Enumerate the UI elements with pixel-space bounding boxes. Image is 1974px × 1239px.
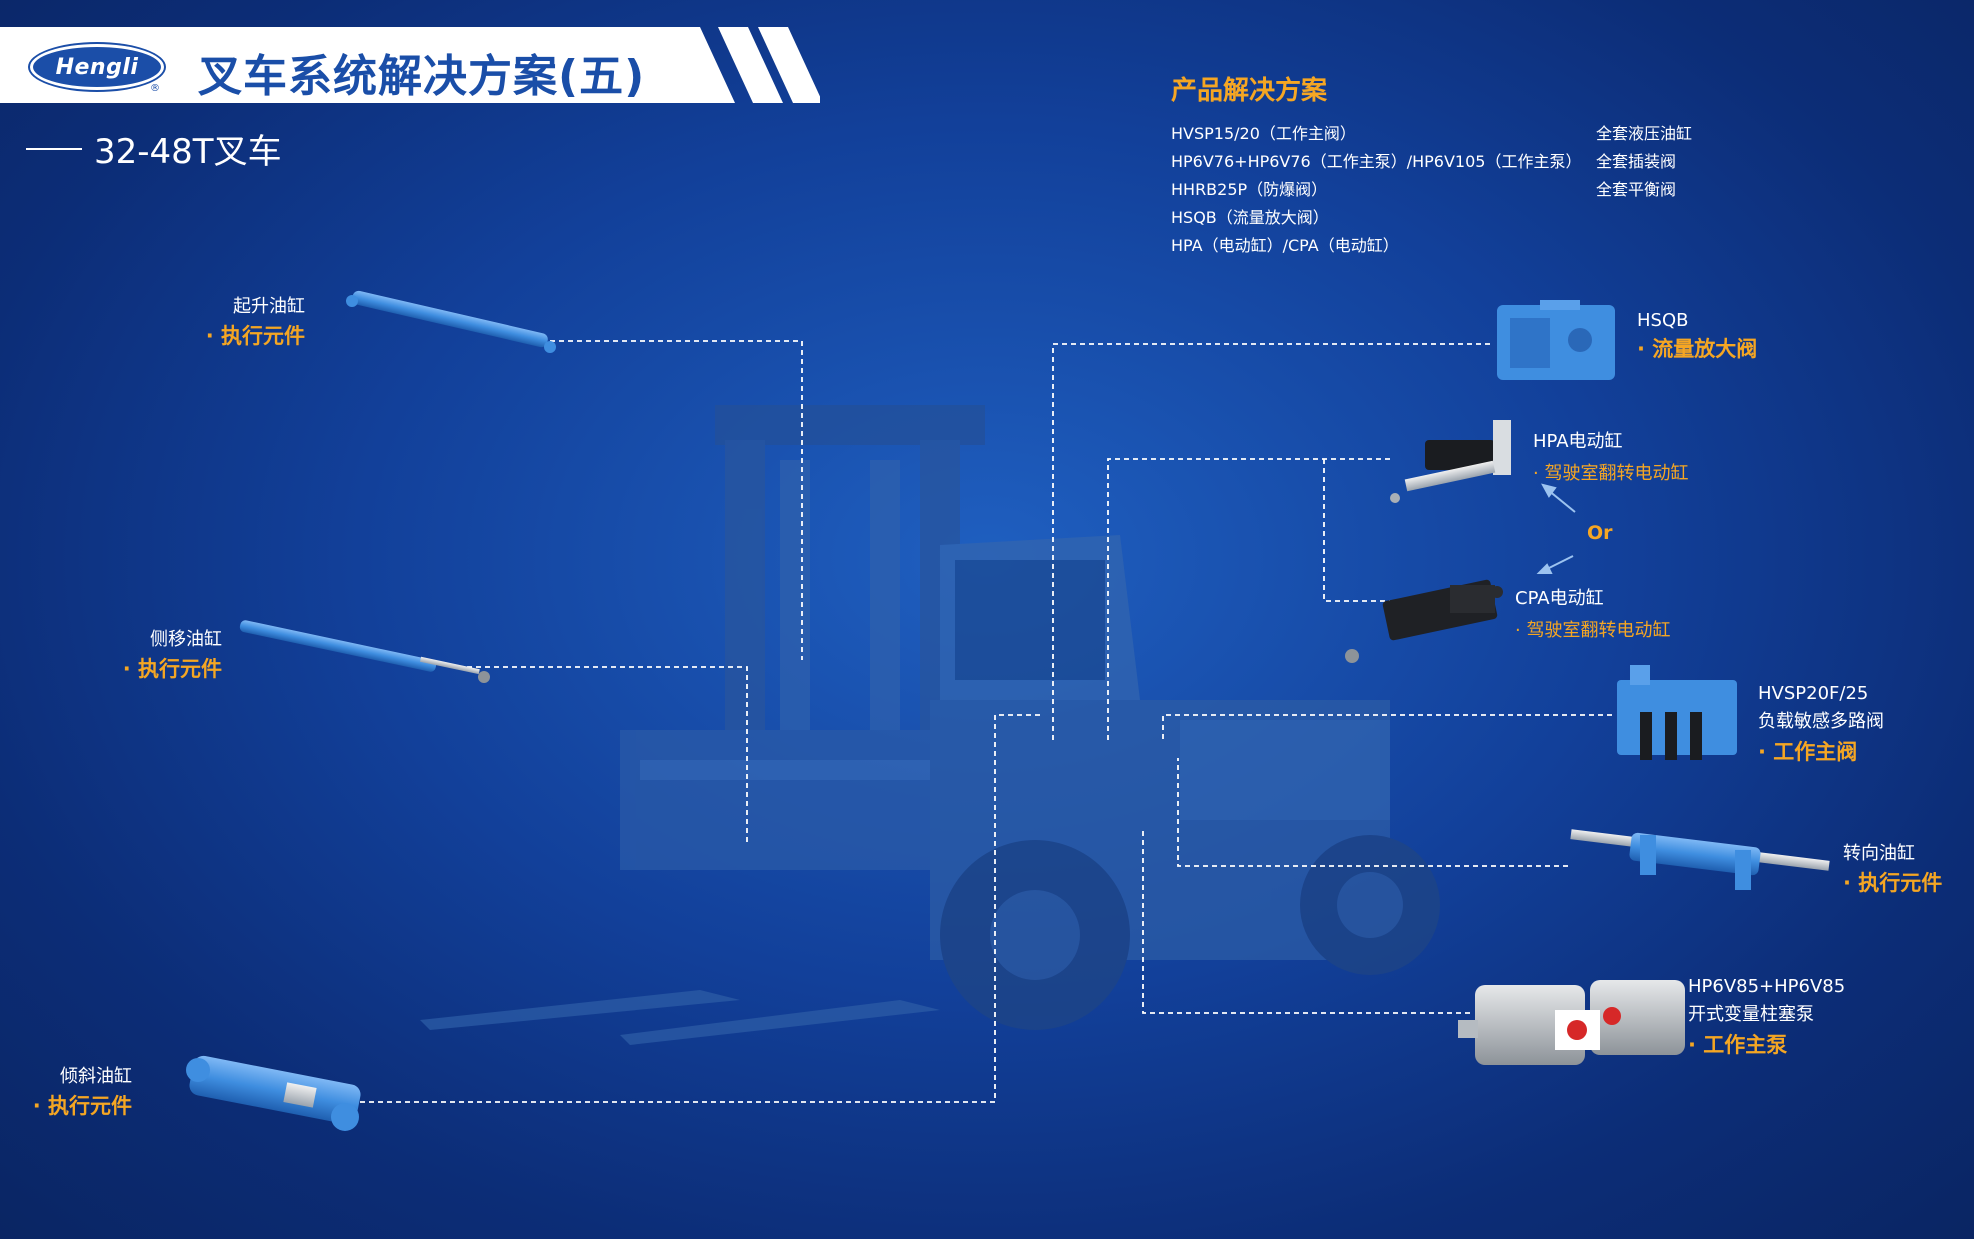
- solution-item: HP6V76+HP6V76（工作主泵）/HP6V105（工作主泵）: [1171, 152, 1582, 171]
- hsqb-label: HSQB · 流量放大阀: [1637, 310, 1758, 361]
- hvsp-valve-image: [1617, 665, 1737, 760]
- or-text: Or: [1587, 522, 1613, 544]
- hpa-label: HPA电动缸 · 驾驶室翻转电动缸: [1533, 431, 1689, 484]
- solution-item: HVSP15/20（工作主阀）: [1171, 124, 1356, 143]
- hsqb-valve-image: [1497, 300, 1615, 380]
- pump-label: HP6V85+HP6V85 开式变量柱塞泵 · 工作主泵: [1688, 976, 1846, 1057]
- cpa-actuator-image: [1345, 579, 1503, 663]
- solution-item: 全套插装阀: [1596, 152, 1677, 171]
- page-subtitle: 32-48T叉车: [26, 124, 282, 173]
- hpa-actuator-image: [1390, 420, 1511, 503]
- cpa-label: CPA电动缸 · 驾驶室翻转电动缸: [1515, 588, 1671, 641]
- solution-item: 全套平衡阀: [1596, 180, 1677, 199]
- steering-cylinder-image: [1570, 829, 1830, 890]
- side-shift-cylinder-image: [239, 620, 490, 683]
- hengli-logo: Hengli: [30, 44, 164, 90]
- connector-lines: [360, 340, 1612, 1103]
- page-title: 叉车系统解决方案(五): [198, 51, 646, 102]
- header-bar: [0, 27, 820, 103]
- hvsp-label: HVSP20F/25 负载敏感多路阀 · 工作主阀: [1758, 683, 1884, 764]
- or-arrows: [1536, 483, 1576, 574]
- solution-item: HHRB25P（防爆阀）: [1171, 180, 1328, 199]
- lift-cylinder-label: 起升油缸 · 执行元件: [205, 296, 305, 348]
- tilt-cylinder-image: [186, 1055, 361, 1131]
- forklift-silhouette: [420, 405, 1440, 1045]
- solution-item: HPA（电动缸）/CPA（电动缸）: [1171, 236, 1399, 255]
- tilt-cylinder-label: 倾斜油缸 · 执行元件: [32, 1066, 132, 1118]
- solution-item: HSQB（流量放大阀）: [1171, 208, 1329, 227]
- steering-cylinder-label: 转向油缸 · 执行元件: [1843, 843, 1943, 895]
- lift-cylinder-image: [346, 290, 556, 353]
- registered-mark: ®: [150, 83, 160, 94]
- solutions-title: 产品解决方案: [1171, 76, 1328, 106]
- pump-image: [1458, 980, 1685, 1065]
- solutions-list-left: HVSP15/20（工作主阀） HP6V76+HP6V76（工作主泵）/HP6V…: [1171, 120, 1581, 260]
- side-shift-cylinder-label: 侧移油缸 · 执行元件: [122, 629, 222, 681]
- solutions-list-right: 全套液压油缸 全套插装阀 全套平衡阀: [1596, 120, 1692, 204]
- solution-item: 全套液压油缸: [1596, 124, 1693, 143]
